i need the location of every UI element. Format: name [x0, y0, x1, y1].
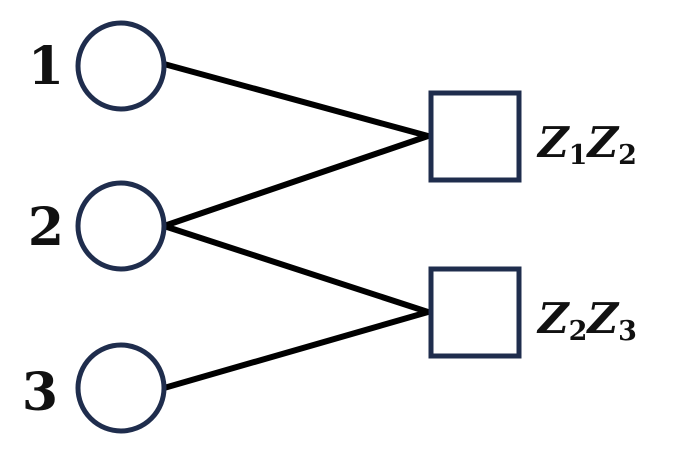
- check-label-z1z2-sub-a: 1: [569, 140, 588, 171]
- variable-label-3: 3: [22, 362, 58, 423]
- variable-circle-3: [75, 342, 167, 434]
- variable-node-2: 2: [28, 180, 167, 272]
- check-node-z2z3: Z2Z3: [428, 266, 637, 359]
- variable-circle-2: [75, 180, 167, 272]
- edge-3-to-z2z3: [161, 309, 431, 391]
- check-label-z1z2-part-b: Z: [585, 118, 619, 167]
- check-label-z2z3: Z2Z3: [536, 294, 637, 347]
- check-label-z2z3-part-b: Z: [585, 294, 619, 343]
- variable-circle-1: [75, 20, 167, 112]
- variable-label-1: 1: [28, 36, 64, 97]
- check-label-z1z2-part-a: Z: [536, 118, 570, 167]
- variable-label-2: 2: [28, 197, 64, 258]
- edge-2-to-z2z3: [161, 223, 431, 315]
- variable-node-3: 3: [22, 342, 167, 434]
- check-node-z1z2: Z1Z2: [428, 90, 637, 183]
- check-label-z1z2: Z1Z2: [536, 118, 637, 171]
- check-square-z2z3: [428, 266, 522, 359]
- variable-node-1: 1: [28, 20, 167, 112]
- check-label-z2z3-sub-b: 3: [618, 316, 637, 347]
- check-square-z1z2: [428, 90, 522, 183]
- check-label-z2z3-part-a: Z: [536, 294, 570, 343]
- edge-2-to-z1z2: [161, 133, 431, 229]
- check-label-z2z3-sub-a: 2: [569, 316, 588, 347]
- check-label-z1z2-sub-b: 2: [618, 140, 637, 171]
- edge-1-to-z1z2: [161, 61, 431, 139]
